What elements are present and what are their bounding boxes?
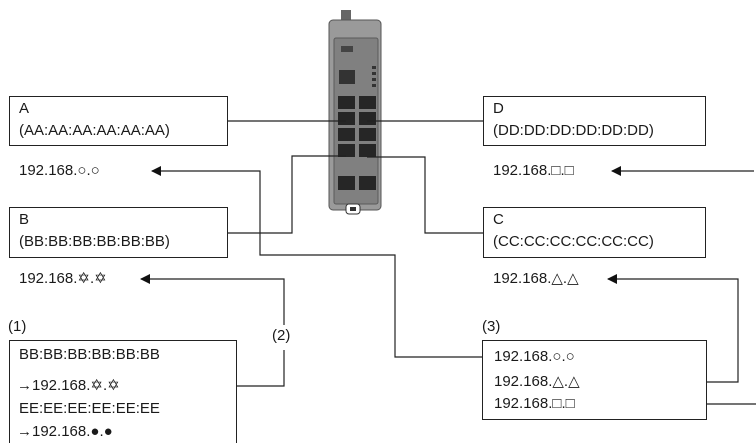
table-1-line: BB:BB:BB:BB:BB:BB xyxy=(19,346,160,364)
device-d-name: D xyxy=(493,100,504,118)
cable-c xyxy=(367,157,483,233)
device-b-ip: 192.168.✡.✡ xyxy=(19,270,107,288)
table-3-line: 192.168.○.○ xyxy=(494,348,575,366)
device-a-name: A xyxy=(19,100,29,118)
device-d-mac: (DD:DD:DD:DD:DD:DD) xyxy=(493,122,654,140)
table-3-line: 192.168.△.△ xyxy=(494,373,580,391)
device-c-mac: (CC:CC:CC:CC:CC:CC) xyxy=(493,233,654,251)
table-1-line: EE:EE:EE:EE:EE:EE xyxy=(19,400,160,418)
device-b-name: B xyxy=(19,211,29,229)
callout-1: (1) xyxy=(8,318,26,336)
device-d-ip: 192.168.□.□ xyxy=(493,162,574,180)
device-c-name: C xyxy=(493,211,504,229)
arrow-to-b-ip xyxy=(141,279,284,325)
switch-console-port xyxy=(339,70,355,84)
table-1-line: →192.168.●.● xyxy=(17,423,113,441)
device-b-mac: (BB:BB:BB:BB:BB:BB) xyxy=(19,233,170,251)
device-c-ip: 192.168.△.△ xyxy=(493,270,579,288)
arrow-to-a-ip xyxy=(152,171,492,357)
device-a-ip: 192.168.○.○ xyxy=(19,162,100,180)
device-a-mac: (AA:AA:AA:AA:AA:AA) xyxy=(19,122,170,140)
cable-b xyxy=(228,156,346,233)
callout-3: (3) xyxy=(482,318,500,336)
table-1-line: →192.168.✡.✡ xyxy=(17,377,120,395)
network-switch xyxy=(329,10,381,214)
callout-2: (2) xyxy=(272,327,290,345)
table-3-line: 192.168.□.□ xyxy=(494,395,575,413)
